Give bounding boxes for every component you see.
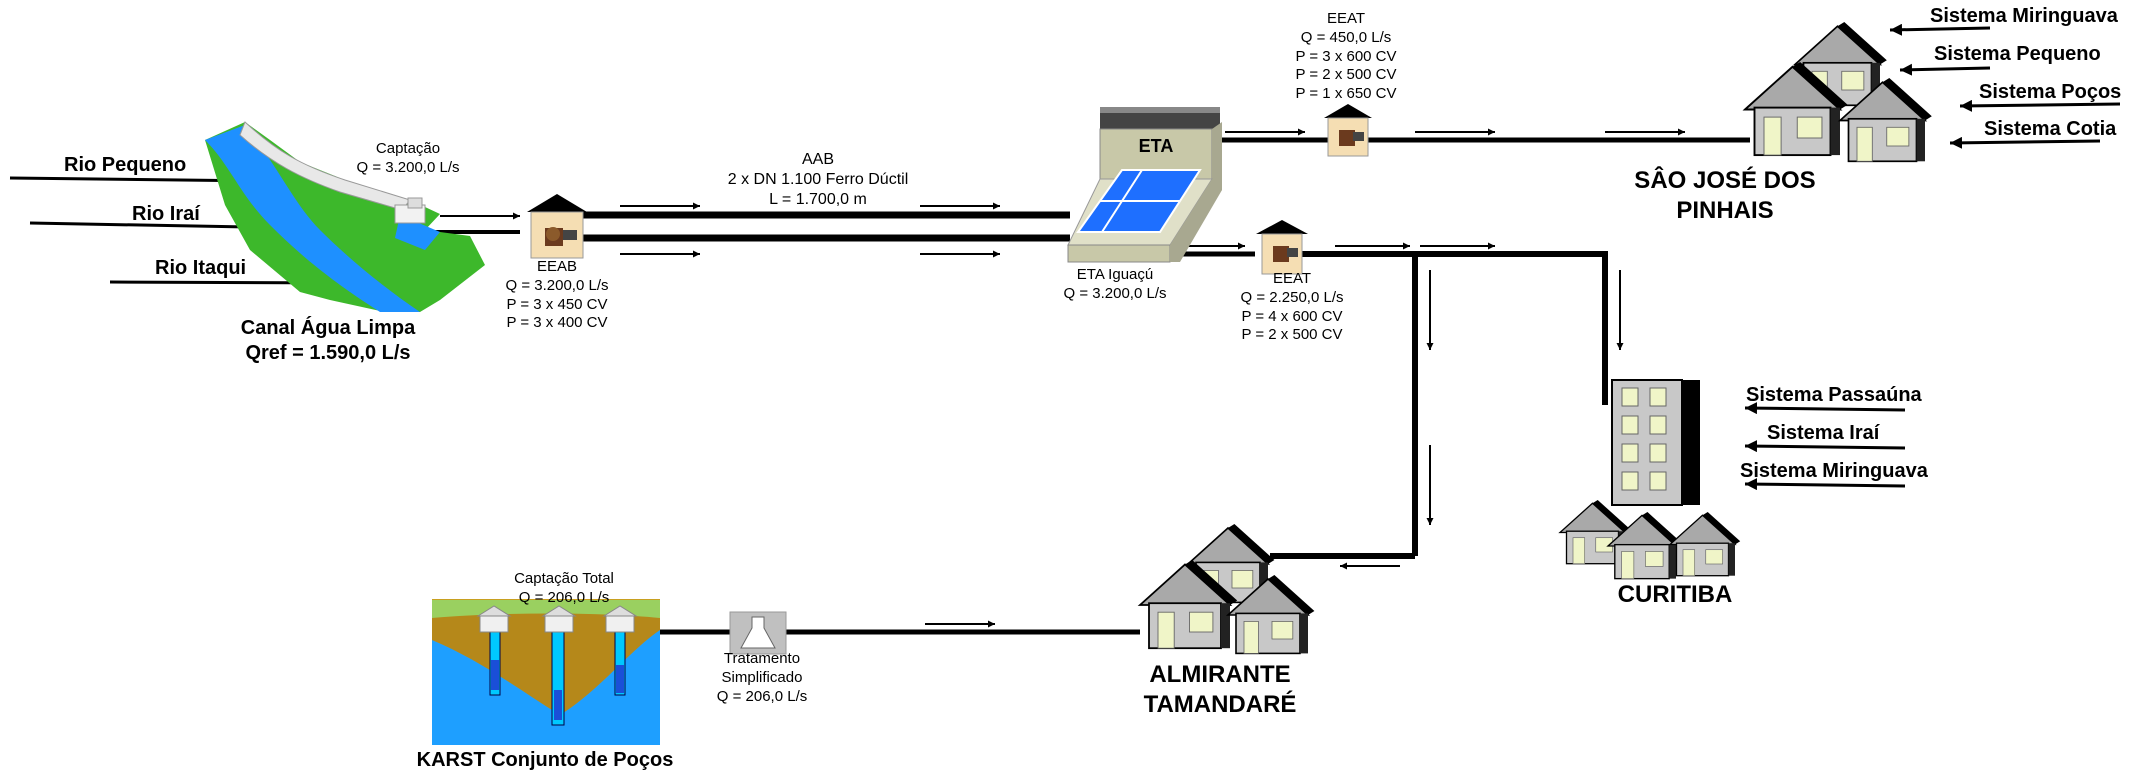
sao-jose-system-cotia: Sistema Cotia bbox=[1984, 118, 2117, 140]
tratamento-label: Tratamento Simplificado Q = 206,0 L/s bbox=[716, 650, 808, 705]
sao-jose-system-miringuava: Sistema Miringuava bbox=[1930, 5, 2118, 27]
eeat-top-label: EEAT Q = 450,0 L/s P = 3 x 600 CV P = 2 … bbox=[1295, 10, 1397, 102]
pipe-network bbox=[410, 137, 1750, 635]
eeat-mid-pump-icon bbox=[1256, 220, 1308, 275]
sao-jose-system-pequeno: Sistema Pequeno bbox=[1934, 43, 2101, 65]
eeat-top-pump-icon bbox=[1324, 104, 1372, 157]
karst-name: KARST Conjunto de Poços bbox=[416, 749, 674, 771]
aab-label: AAB 2 x DN 1.100 Ferro Dúctil L = 1.700,… bbox=[727, 151, 909, 208]
tratamento-flask-icon bbox=[729, 611, 787, 655]
almirante-houses bbox=[1139, 523, 1316, 655]
sao-jose-houses bbox=[1744, 21, 1933, 163]
curitiba-city-name: CURITIBA bbox=[1617, 581, 1733, 608]
karst-captacao-label: Captação Total Q = 206,0 L/s bbox=[514, 570, 614, 606]
karst-wells-illustration bbox=[432, 599, 660, 745]
canal-name: Canal Água Limpa Qref = 1.590,0 L/s bbox=[240, 317, 416, 364]
river-label-pequeno: Rio Pequeno bbox=[64, 154, 187, 176]
eta-plant-icon bbox=[1067, 107, 1222, 263]
eeab-pump-icon bbox=[527, 194, 587, 259]
canal-illustration bbox=[205, 121, 485, 312]
eta-box-label: ETA bbox=[1138, 136, 1174, 156]
curitiba-system-passauna: Sistema Passaúna bbox=[1746, 384, 1922, 406]
sao-jose-city-name: SÂO JOSÉ DOS PINHAIS bbox=[1634, 167, 1816, 224]
captacao-label: Captação Q = 3.200,0 L/s bbox=[356, 140, 460, 176]
curitiba-houses bbox=[1559, 499, 1741, 580]
curitiba-building bbox=[1611, 379, 1700, 506]
river-label-itaqui: Rio Itaqui bbox=[155, 257, 247, 279]
eeat-mid-label: EEAT Q = 2.250,0 L/s P = 4 x 600 CV P = … bbox=[1240, 270, 1344, 344]
river-label-irai: Rio Iraí bbox=[132, 203, 200, 225]
eeab-label: EEAB Q = 3.200,0 L/s P = 3 x 450 CV P = … bbox=[505, 258, 609, 332]
curitiba-system-irai: Sistema Iraí bbox=[1767, 422, 1880, 444]
sao-jose-system-pocos: Sistema Poços bbox=[1979, 81, 2122, 103]
eta-label: ETA Iguaçú Q = 3.200,0 L/s bbox=[1063, 266, 1167, 302]
curitiba-system-miringuava: Sistema Miringuava bbox=[1740, 460, 1928, 482]
almirante-city-name: ALMIRANTE TAMANDARÉ bbox=[1143, 661, 1297, 718]
